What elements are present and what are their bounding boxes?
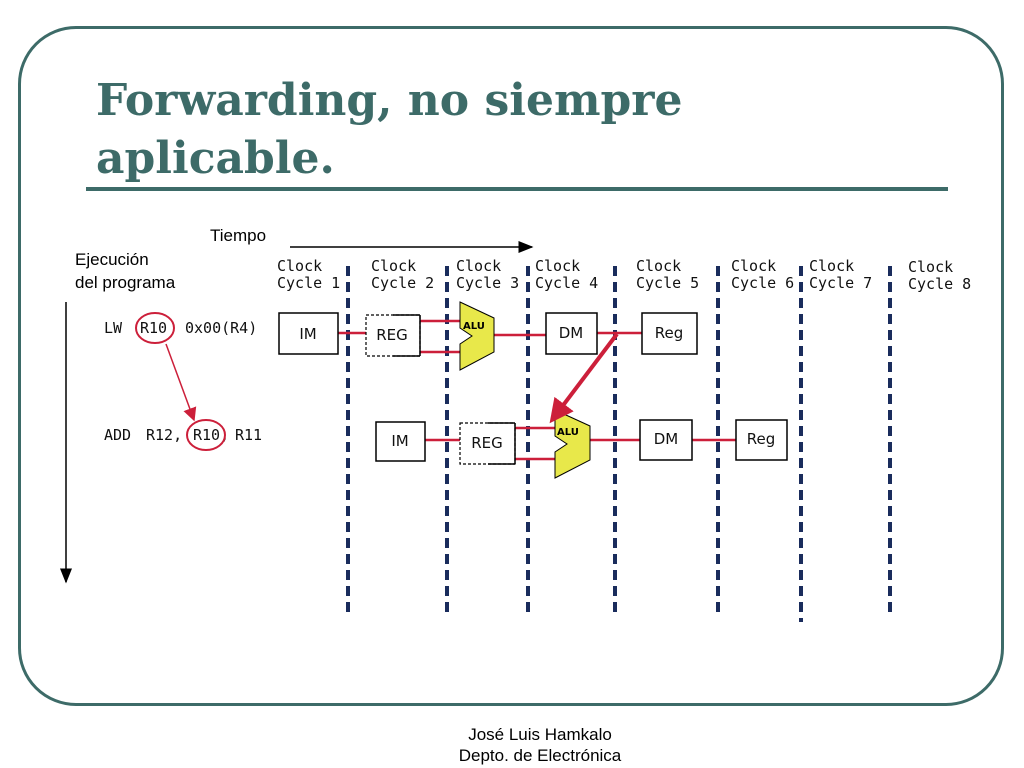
title-underline — [86, 187, 948, 191]
instr-2-reg-before: R12, — [146, 426, 182, 444]
cycle-3-line2: Cycle 3 — [456, 274, 519, 292]
instr-2-op: ADD — [104, 426, 131, 444]
cycle-1-line1: Clock — [277, 257, 322, 275]
cycle-6-line2: Cycle 6 — [731, 274, 794, 292]
instr-1-rest: 0x00(R4) — [185, 319, 257, 337]
row-2-wb-box — [735, 419, 788, 461]
row-1-im-label: IM — [299, 325, 316, 343]
cycle-6-line1: Clock — [731, 257, 776, 275]
row-2-datapath — [425, 426, 736, 461]
row-2-im-box — [375, 421, 426, 462]
exec-label-line1: Ejecución — [75, 250, 149, 269]
row-2-im-label: IM — [391, 432, 408, 450]
instr-2-reg: R10, — [193, 426, 229, 444]
cycle-3-line1: Clock — [456, 257, 501, 275]
forwarding-arrow — [549, 332, 619, 424]
cycle-5-line1: Clock — [636, 257, 681, 275]
row-1-dm-label: DM — [559, 324, 584, 342]
row-2-dm-box — [639, 419, 693, 461]
row-1-reg-box — [365, 314, 421, 357]
row-1-alu-label: ALU — [463, 321, 485, 332]
row-2-alu-shape — [554, 409, 591, 479]
footer-department: Depto. de Electrónica — [458, 746, 622, 765]
cycle-7-line2: Cycle 7 — [809, 274, 872, 292]
row-2-wb-label: Reg — [747, 430, 776, 448]
footer-author: José Luis Hamkalo — [468, 725, 612, 744]
slide-frame — [18, 26, 1004, 706]
row-1-stages: IM REG ALU DM Reg — [278, 301, 698, 371]
cycle-8-line1: Clock — [908, 258, 953, 276]
instr-1-op: LW — [104, 319, 123, 337]
row-2-dm-label: DM — [654, 430, 679, 448]
instr-1-reg-highlight — [135, 312, 175, 344]
slide-footer: José Luis Hamkalo Depto. de Electrónica — [420, 724, 660, 766]
cycle-2-line2: Cycle 2 — [371, 274, 434, 292]
slide-title: Forwarding, no siempre aplicable. — [96, 75, 683, 184]
cycle-8-line2: Cycle 8 — [908, 275, 971, 293]
row-2-alu-label: ALU — [557, 427, 579, 438]
time-label: Tiempo — [210, 226, 266, 245]
row-1-wb-box — [641, 312, 698, 355]
cycle-4-line1: Clock — [535, 257, 580, 275]
instr-2-rest: R11 — [235, 426, 262, 444]
row-2-reg-label: REG — [471, 434, 503, 452]
row-1-alu-shape — [459, 301, 495, 371]
cycle-2-line1: Clock — [371, 257, 416, 275]
cycle-4-line2: Cycle 4 — [535, 274, 598, 292]
cycle-dividers — [346, 266, 892, 622]
row-1-im-box — [278, 312, 339, 355]
instr-2-reg-highlight — [186, 419, 226, 451]
instr-1-reg: R10 — [140, 319, 167, 337]
instruction-lw: LW R10 0x00(R4) — [104, 312, 257, 344]
exec-label-line2: del programa — [75, 273, 176, 292]
instruction-add: ADD R12, R10, R11 — [104, 419, 262, 451]
row-1-dm-box — [545, 312, 598, 355]
row-2-stages: IM REG ALU DM Reg — [375, 409, 788, 479]
row-1-reg-label: REG — [376, 326, 408, 344]
row-1-datapath — [338, 319, 642, 354]
dependency-arrow — [165, 343, 197, 422]
cycle-5-line2: Cycle 5 — [636, 274, 699, 292]
cycle-1-line2: Cycle 1 — [277, 274, 340, 292]
row-1-wb-label: Reg — [655, 324, 684, 342]
cycle-7-line1: Clock — [809, 257, 854, 275]
